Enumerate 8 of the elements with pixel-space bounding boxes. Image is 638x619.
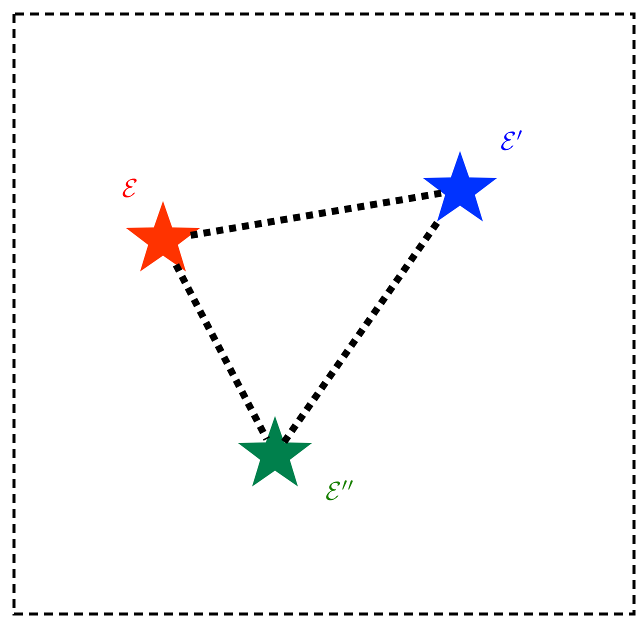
star-symbol [422,151,498,222]
star-label: $\mathcal{E}'$ [501,130,522,150]
star-symbol [238,416,312,487]
star-label: $\mathcal{E}$ [122,178,137,198]
star-label: $\mathcal{E}''$ [326,480,353,500]
star-symbol [126,201,200,272]
dotted-line [172,263,270,441]
dotted-line [281,218,442,444]
